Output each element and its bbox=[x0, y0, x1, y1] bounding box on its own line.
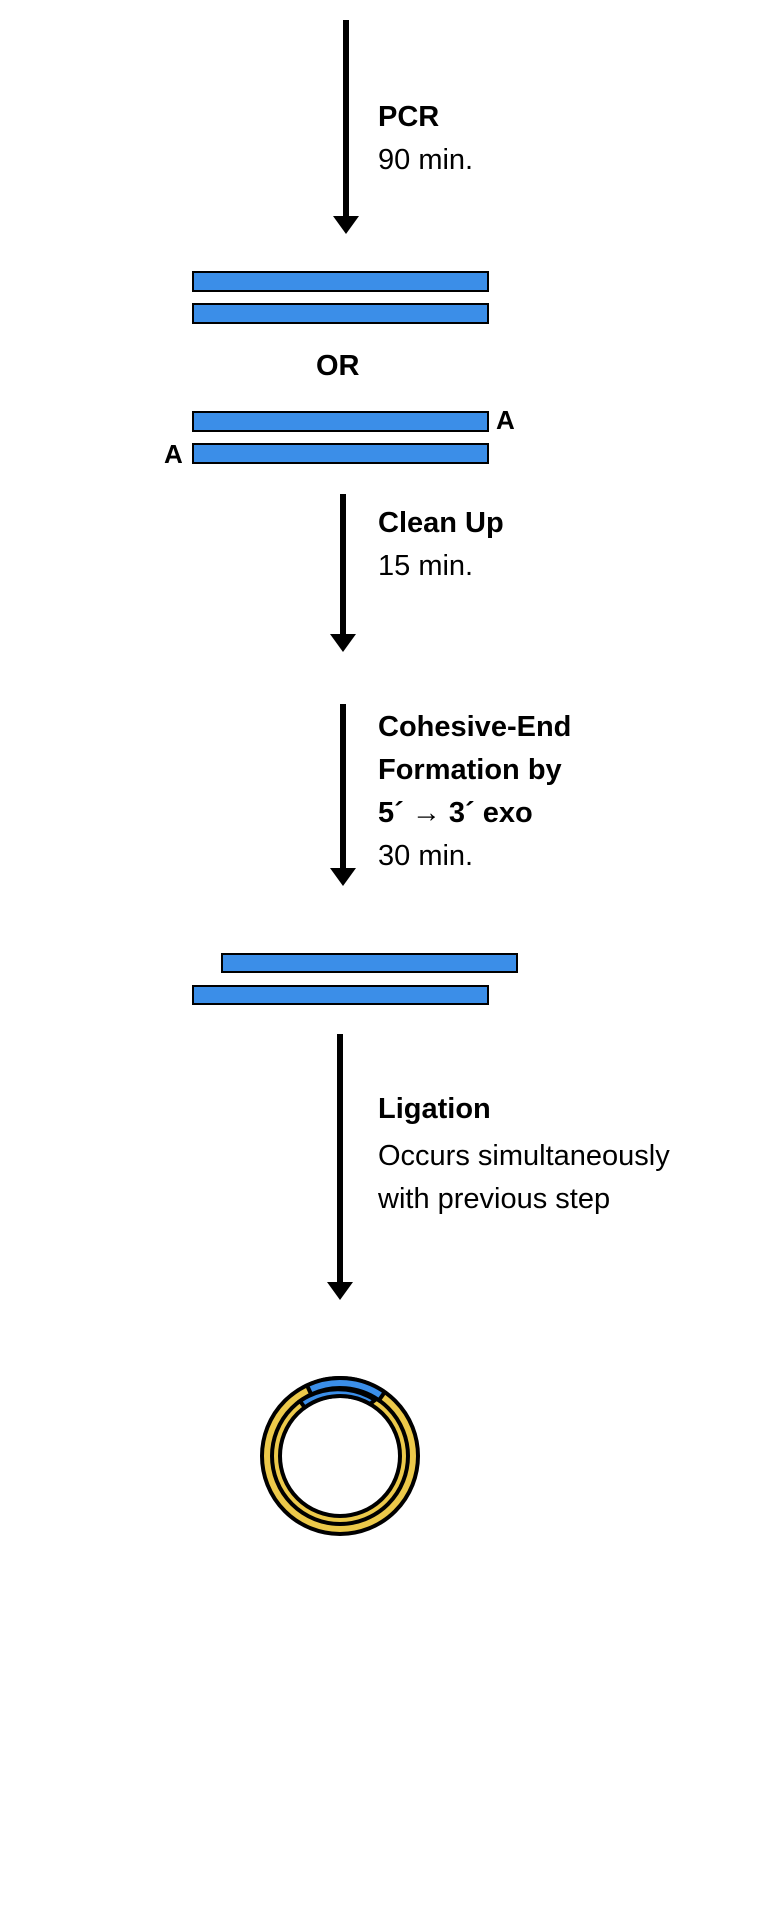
ligation-step-label: Ligation Occurs simultaneously with prev… bbox=[378, 1088, 670, 1221]
overhang-a-bottom-label: A bbox=[164, 439, 183, 469]
cleanup-step-label: Clean Up 15 min. bbox=[378, 502, 504, 588]
dna-strand-bottom bbox=[192, 985, 489, 1005]
cohesive-title-line1: Cohesive-End bbox=[378, 711, 572, 743]
pcr-time: 90 min. bbox=[378, 144, 474, 176]
overhang-a-top-label: A bbox=[496, 405, 515, 435]
blunt-dna-duplex bbox=[192, 271, 489, 324]
circular-plasmid bbox=[260, 1375, 420, 1536]
pcr-step-label: PCR 90 min. bbox=[378, 96, 473, 182]
a-overhang-dna-duplex bbox=[192, 411, 489, 464]
cohesive-end-dna-duplex bbox=[192, 953, 518, 1005]
dna-strand-top bbox=[192, 411, 489, 432]
cohesive-title-line2: Formation by bbox=[378, 754, 562, 786]
dna-strand-bottom bbox=[192, 303, 489, 324]
ligation-arrow bbox=[327, 1034, 353, 1300]
dna-strand-bottom bbox=[192, 443, 489, 464]
cohesive-time: 30 min. bbox=[378, 840, 474, 872]
plasmid-inner-hole bbox=[278, 1394, 402, 1518]
or-label: OR bbox=[316, 350, 360, 382]
cleanup-title: Clean Up bbox=[378, 507, 504, 539]
dna-strand-top bbox=[221, 953, 518, 973]
insert-inner-strand bbox=[297, 1387, 379, 1411]
pcr-title: PCR bbox=[378, 101, 440, 133]
cohesive-end-step-label: Cohesive-End Formation by 5´ → 3´ exo 30… bbox=[378, 706, 571, 878]
cleanup-arrow bbox=[330, 494, 356, 652]
ligation-note-line1: Occurs simultaneously bbox=[378, 1140, 670, 1172]
ligation-title: Ligation bbox=[378, 1093, 491, 1125]
pcr-arrow bbox=[333, 20, 359, 234]
dna-strand-top bbox=[192, 271, 489, 292]
ligation-note-line2: with previous step bbox=[378, 1183, 611, 1215]
cohesive-title-line3: 5´ → 3´ exo bbox=[378, 797, 533, 829]
cleanup-time: 15 min. bbox=[378, 550, 474, 582]
cohesive-end-arrow bbox=[330, 704, 356, 886]
